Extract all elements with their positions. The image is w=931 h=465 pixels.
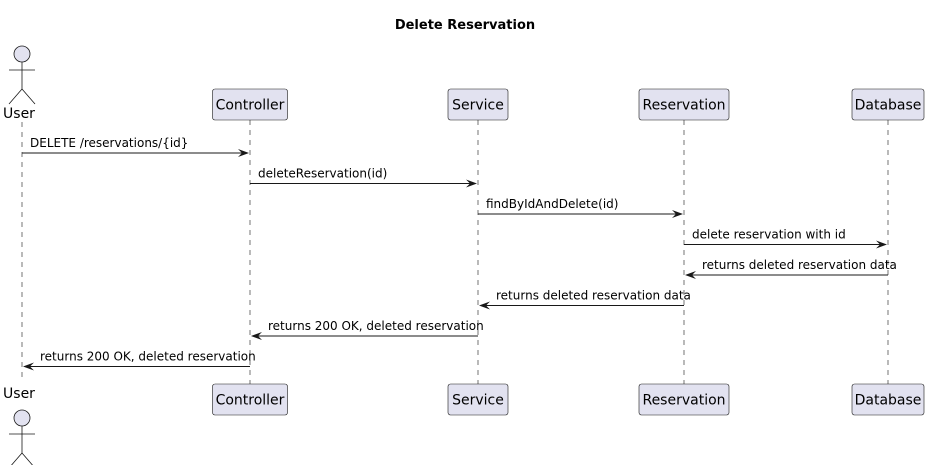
participant-box — [447, 88, 509, 121]
participant-box — [638, 383, 730, 416]
participant-box — [638, 88, 730, 121]
participant-box — [447, 383, 509, 416]
participant-service-bottom: Service — [447, 383, 509, 416]
message-7: returns 200 OK, deleted reservation — [251, 319, 484, 340]
participant-controller-bottom: Controller — [212, 383, 288, 416]
participant-box — [212, 88, 288, 121]
participant-label: Database — [855, 393, 922, 409]
participant-reservation-bottom: Reservation — [638, 383, 730, 416]
participant-reservation-top: Reservation — [638, 88, 730, 121]
participant-label: Service — [452, 98, 504, 114]
arrowhead-icon — [23, 362, 34, 371]
arrowhead-icon — [479, 301, 490, 310]
actor-label-bottom: User — [3, 386, 35, 402]
arrowhead-icon — [876, 240, 887, 249]
message-label: DELETE /reservations/{id} — [30, 136, 188, 150]
arrowhead-icon — [685, 271, 696, 279]
participant-service-top: Service — [447, 88, 509, 121]
message-2: deleteReservation(id) — [250, 167, 477, 188]
message-label: returns 200 OK, deleted reservation — [40, 350, 256, 364]
message-label: returns deleted reservation data — [496, 289, 691, 303]
participant-label: Reservation — [642, 393, 725, 409]
participant-database-bottom: Database — [851, 383, 925, 416]
message-label: deleteReservation(id) — [258, 167, 387, 181]
arrowhead-icon — [672, 210, 683, 218]
participant-box — [851, 383, 925, 416]
arrowhead-icon — [251, 332, 262, 340]
message-label: returns 200 OK, deleted reservation — [268, 319, 484, 333]
participants-top: User Controller Service Reservation Database — [3, 45, 925, 122]
actor-user-bottom-icon — [9, 409, 35, 465]
arrowhead-icon — [238, 149, 249, 157]
participant-label: Controller — [216, 98, 285, 114]
participants-bottom: User Controller Service Reservation Database — [3, 383, 925, 465]
participant-label: Reservation — [642, 98, 725, 114]
participant-label: Database — [855, 98, 922, 114]
participant-box — [212, 383, 288, 416]
message-1: DELETE /reservations/{id} — [22, 136, 249, 157]
message-8: returns 200 OK, deleted reservation — [23, 350, 256, 371]
message-6: returns deleted reservation data — [479, 289, 691, 310]
message-3: findByIdAndDelete(id) — [478, 197, 683, 218]
message-label: returns deleted reservation data — [702, 258, 897, 272]
actor-label-top: User — [3, 106, 35, 122]
participant-database-top: Database — [851, 88, 925, 121]
participant-label: Service — [452, 393, 504, 409]
actor-user-top-icon — [8, 45, 36, 105]
arrowhead-icon — [466, 179, 477, 188]
message-4: delete reservation with id — [684, 228, 887, 249]
diagram-title: Delete Reservation — [395, 18, 535, 33]
message-label: delete reservation with id — [692, 228, 846, 242]
lifelines — [21, 120, 889, 384]
participant-controller-top: Controller — [212, 88, 288, 121]
message-5: returns deleted reservation data — [685, 258, 897, 279]
participant-label: Controller — [216, 393, 285, 409]
message-label: findByIdAndDelete(id) — [486, 197, 618, 211]
messages: DELETE /reservations/{id} deleteReservati… — [22, 136, 897, 371]
participant-box — [851, 88, 925, 121]
